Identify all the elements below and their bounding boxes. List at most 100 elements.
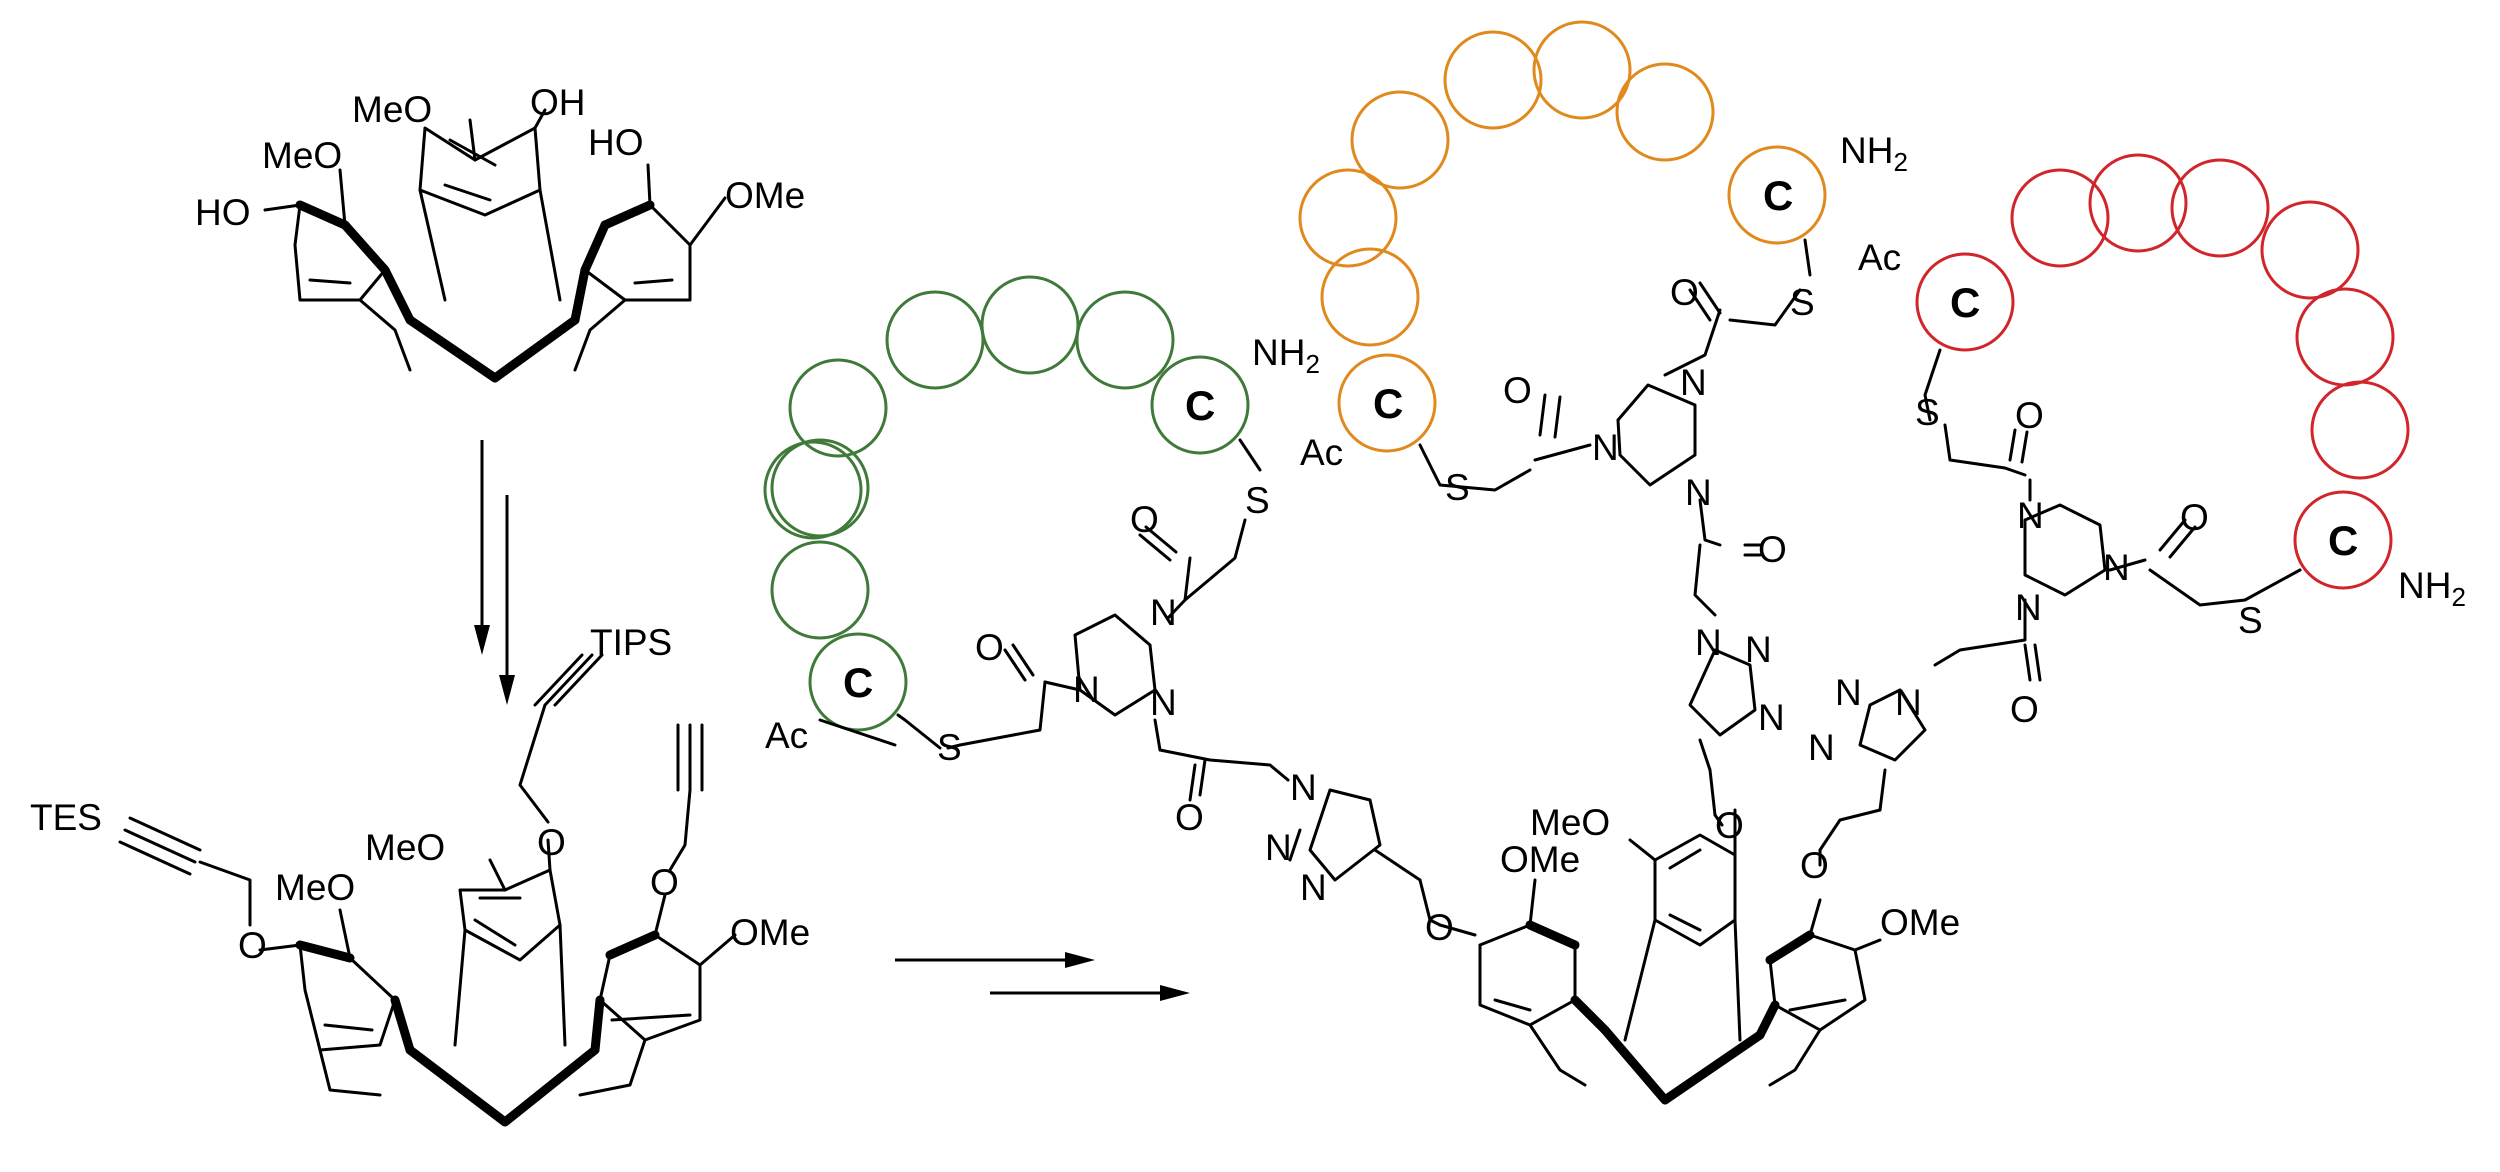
orange-cys-c-terminal — [1727, 145, 1827, 245]
peptide-green: C C NH2 Ac — [763, 275, 1320, 756]
orange-nh2: NH2 — [1840, 130, 1908, 177]
label-o-right-arm: O — [650, 862, 679, 903]
orange-residue — [1615, 62, 1715, 162]
red-o-carbonyl-1: O — [2015, 395, 2044, 436]
orange-residue — [1443, 30, 1543, 130]
red-nh2: NH2 — [2398, 565, 2466, 612]
green-triazole-n-1: N — [1290, 767, 1317, 808]
core-meo-top: MeO — [1530, 802, 1610, 843]
product-ctg-core: O OMe MeO O O OMe — [1425, 802, 1960, 1105]
red-triazole-n-1: N — [1895, 682, 1922, 723]
orange-residue — [1350, 90, 1450, 190]
label-meo-left: MeO — [262, 135, 342, 176]
label-tes: TES — [30, 797, 102, 838]
green-triazole-n-3: N — [1300, 867, 1327, 908]
label-ome-right: OMe — [725, 175, 805, 216]
orange-residue — [1320, 247, 1420, 347]
green-n-3: N — [1150, 682, 1177, 723]
red-n-2: N — [2103, 547, 2130, 588]
green-o-carbonyl-2: O — [975, 627, 1004, 668]
label-meo-center: MeO — [365, 827, 445, 868]
orange-n-3: N — [1685, 472, 1712, 513]
product-linker-bonds — [818, 238, 2302, 927]
green-residue — [770, 438, 870, 538]
label-oh-top: OH — [530, 82, 586, 123]
intermediate-bonds — [118, 653, 737, 1127]
green-residue — [763, 440, 863, 540]
label-o-tes-arm: O — [238, 925, 267, 966]
red-n-1: N — [2017, 495, 2044, 536]
green-residue — [788, 358, 888, 458]
label-ho-right: HO — [588, 122, 644, 163]
red-residue — [2310, 380, 2410, 480]
red-triazole-n-3: N — [1808, 727, 1835, 768]
peptide-red: C C NH2 Ac — [1858, 153, 2466, 612]
orange-triazole-n-2: N — [1745, 629, 1772, 670]
red-s-top: S — [1915, 392, 1940, 433]
red-n-3: N — [2015, 587, 2042, 628]
green-s-top: S — [1245, 480, 1270, 521]
product-ctg-bonds — [1438, 808, 1882, 1105]
orange-o-carbonyl-3: O — [1758, 529, 1787, 570]
orange-o-carbonyl-2: O — [1670, 272, 1699, 313]
green-o-carbonyl-1: O — [1130, 499, 1159, 540]
orange-s-right: S — [1790, 282, 1815, 323]
red-residue — [2295, 287, 2395, 387]
orange-n-1: N — [1592, 427, 1619, 468]
orange-ac: Ac — [1300, 432, 1343, 473]
orange-n-2: N — [1680, 362, 1707, 403]
red-o-carbonyl-2: O — [2180, 497, 2209, 538]
red-residue — [2010, 168, 2110, 268]
orange-triazole-n-1: N — [1695, 622, 1722, 663]
core-o-left: O — [1425, 907, 1454, 948]
green-s-bottom: S — [937, 727, 962, 768]
ctg-triol-bonds — [263, 108, 727, 383]
core-o-right: O — [1800, 845, 1829, 886]
label-meo-top: MeO — [352, 89, 432, 130]
orange-residue — [1298, 168, 1398, 268]
label-o-tips-arm: O — [537, 822, 566, 863]
red-cys-label-left: C — [1950, 279, 1980, 326]
green-cys-label-top: C — [1185, 382, 1215, 429]
core-o-top: O — [1715, 805, 1744, 846]
green-n-2: N — [1073, 669, 1100, 710]
orange-triazole-n-3: N — [1758, 697, 1785, 738]
green-ac: Ac — [765, 715, 808, 756]
green-residue — [885, 290, 985, 390]
green-residue — [1075, 290, 1175, 390]
red-residue — [2260, 200, 2360, 300]
vertical-arrows — [474, 440, 515, 705]
green-o-carbonyl-3: O — [1175, 797, 1204, 838]
green-triazole-n-2: N — [1265, 827, 1292, 868]
core-ome-right: OMe — [1880, 902, 1960, 943]
red-residue — [2170, 158, 2270, 258]
orange-o-carbonyl-1: O — [1503, 370, 1532, 411]
orange-cys-n-terminal — [1337, 353, 1437, 453]
orange-cys-label-top: C — [1763, 172, 1793, 219]
green-cys-label-bottom: C — [843, 659, 873, 706]
red-residue — [2088, 153, 2188, 253]
red-cys-n-terminal — [1915, 252, 2015, 352]
starting-material-ctg-triol: MeO OH MeO HO HO OMe — [195, 82, 805, 383]
red-o-carbonyl-3: O — [2010, 689, 2039, 730]
orange-cys-label-bottom: C — [1373, 380, 1403, 427]
label-tips: TIPS — [590, 622, 672, 663]
green-nh2: NH2 — [1252, 332, 1320, 379]
red-ac: Ac — [1858, 237, 1901, 278]
core-ome-left: OMe — [1500, 839, 1580, 880]
label-ho-left: HO — [195, 192, 251, 233]
green-residue — [770, 540, 870, 640]
red-cys-label-right: C — [2328, 517, 2358, 564]
green-cys-c-terminal — [1150, 355, 1250, 455]
orange-s-left: S — [1445, 467, 1470, 508]
orange-residue — [1532, 20, 1632, 120]
green-cys-n-terminal — [808, 632, 908, 732]
red-cys-c-terminal — [2293, 490, 2393, 590]
intermediate-tripropargyl-ctg: TIPS TES O MeO MeO O O OMe — [30, 622, 810, 1127]
label-meo-left2: MeO — [275, 867, 355, 908]
red-triazole-n-2: N — [1835, 672, 1862, 713]
green-n-1: N — [1150, 592, 1177, 633]
label-ome-right2: OMe — [730, 912, 810, 953]
horizontal-arrows — [895, 952, 1190, 1001]
